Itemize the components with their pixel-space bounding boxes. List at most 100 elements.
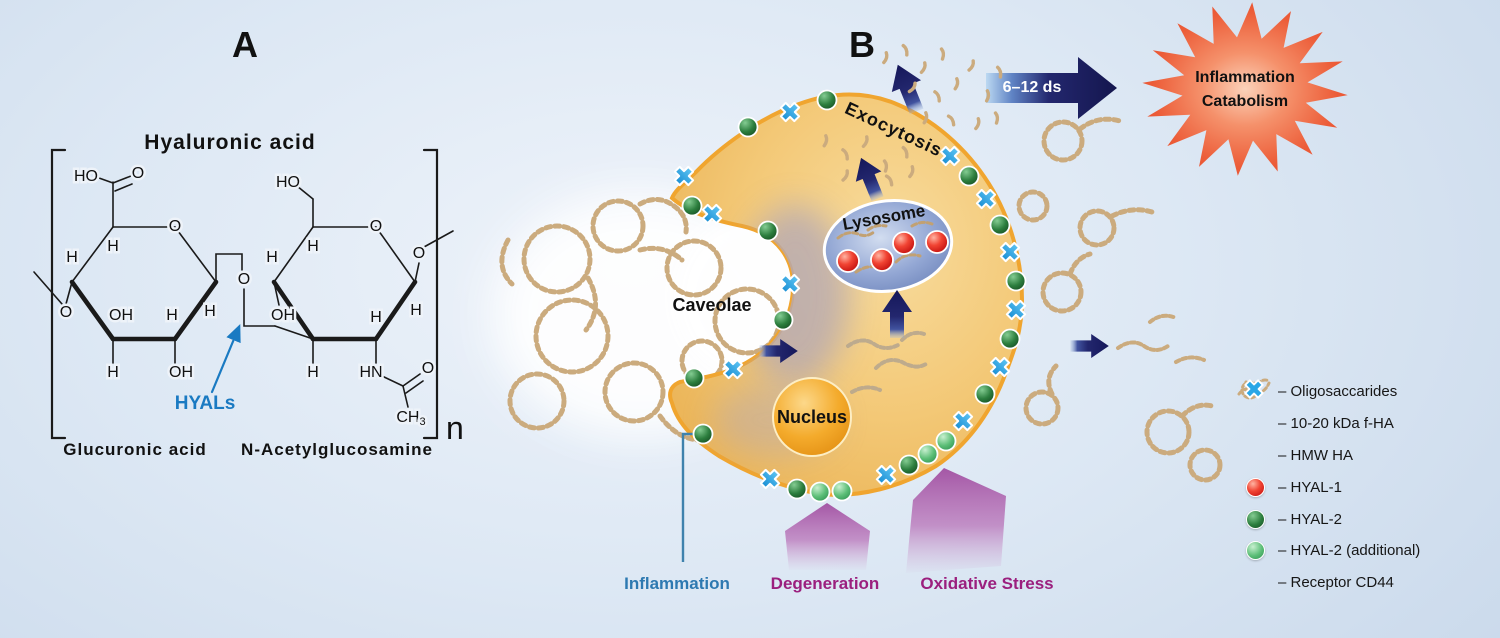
atom-label: CH3 [396,409,425,428]
hyal2-sphere [757,220,779,242]
legend-label: – HYAL-2 (additional) [1278,542,1421,560]
atom-label: O [413,245,425,262]
fha-fragment [850,385,882,394]
hyal2-sphere [681,195,703,217]
fha-fragment [1174,355,1206,364]
receptor-cd44-marker [722,358,744,380]
oligosaccharide-dash [908,165,915,179]
legend-item: – HYAL-2 (additional) [1236,535,1420,567]
legend-label: – HYAL-1 [1278,478,1342,496]
hmw-ha-coil [521,223,593,295]
structure-title: Hyaluronic acid [144,131,316,154]
atom-label: HO [276,174,300,191]
hmw-ha-coil [590,198,646,254]
ha-chain-strand [1046,363,1059,397]
hyal1-sphere [892,231,916,255]
oxidative-stress-arrow [906,468,1006,573]
hyal2-sphere [692,423,714,445]
oligosaccharide-dash [901,145,909,159]
legend-item: – HYAL-1 [1236,471,1420,503]
oxidative-stress-label: Oxidative Stress [920,574,1054,593]
hyal2-sphere [1005,270,1027,292]
panel-b-label: B [849,24,875,65]
atom-label: H [307,364,319,381]
ha-chain-strand [637,197,689,235]
hyal2-sphere [683,367,705,389]
hyal2-sphere [898,454,920,476]
ha-chain-strand [583,275,598,333]
degeneration-arrow [785,503,870,570]
hyal2-sphere [974,383,996,405]
hmw-ha-coil [533,297,611,375]
nucleus-body [772,377,852,457]
caveolae-uptake-arrow [759,338,798,364]
legend-item: – HYAL-2 [1236,503,1420,535]
hyals-arrow [210,323,241,394]
legend-label: – HMW HA [1278,446,1353,464]
receptor-cd44-marker [1005,299,1027,321]
atom-label: H [204,303,216,320]
oligosaccharide-dash [822,134,829,148]
hmw-ha-coil [507,371,567,431]
hyal1-spheres [836,230,949,273]
legend-label: – HYAL-2 [1278,510,1342,528]
atom-label: H [107,364,119,381]
oligosaccharide-dash [884,174,894,187]
atom-label: H [266,249,278,266]
arrows [759,57,1117,364]
vesicle-up-arrow [855,157,884,202]
oligosaccharide-dash [939,47,946,61]
ha-chain-strand [1067,251,1093,277]
oligosaccharide-dash [922,111,929,125]
oligosaccharide-dashes-released [882,43,1003,131]
hmw-ha-coil [664,238,724,298]
hmw-ha-coil [1187,447,1223,483]
duration-label: 6–12 ds [1002,79,1062,96]
atom-label: O [169,218,181,235]
receptor-cd44-marker [875,464,897,486]
oligosaccharide-dash [882,51,889,65]
atom-label: OH [109,307,133,324]
oligosaccharide-dash [953,77,960,91]
hyal2-additional-sphere [935,430,957,452]
duration-arrow [986,57,1117,119]
hyal2-sphere [737,116,759,138]
hmw-ha-coil [1077,208,1117,248]
lysosome-fragment [866,224,888,232]
legend-item: – Receptor CD44 [1236,379,1420,599]
atom-label: H [166,307,178,324]
lysosome-fragment [894,253,922,264]
inflammation-label: Inflammation [624,574,730,593]
oligosaccharide-dash [861,135,869,149]
left-bracket [50,148,67,440]
fha-fragment [1116,340,1170,352]
burst-line-1: Inflammation [1195,69,1295,86]
fha-fragment [1148,313,1178,324]
atom-label: H [66,249,78,266]
to-lysosome-arrow [882,290,912,338]
glucuronic-acid-label: Glucuronic acid [63,440,207,459]
panel-a-label: A [232,24,258,65]
oligosaccharide-dash [993,111,1000,125]
nucleus-label: Nucleus [776,407,848,427]
atom-label: O [132,165,144,182]
oligosaccharide-dash [919,61,927,75]
n-acetylglucosamine-label: N-Acetylglucosamine [241,440,433,459]
atom-label: H [370,309,382,326]
oligosaccharide-dash [907,81,917,94]
repeat-subscript: n [446,410,464,446]
fha-fragment [846,338,902,350]
right-bracket [422,148,439,440]
atom-label: H [107,238,119,255]
receptor-cd44-marker [779,101,801,123]
hmw-ha-coil [1023,389,1061,427]
hyal2-sphere [958,165,980,187]
hmw-ha-coil [1040,270,1084,314]
ha-chain-strand [1077,116,1123,132]
oligosaccharide-dash [967,59,976,72]
hmw-ha-coil [1144,408,1192,456]
lysosome-fragment [836,230,876,240]
receptor-cd44-marker [673,165,695,187]
oligosaccharide-dash [933,90,941,103]
